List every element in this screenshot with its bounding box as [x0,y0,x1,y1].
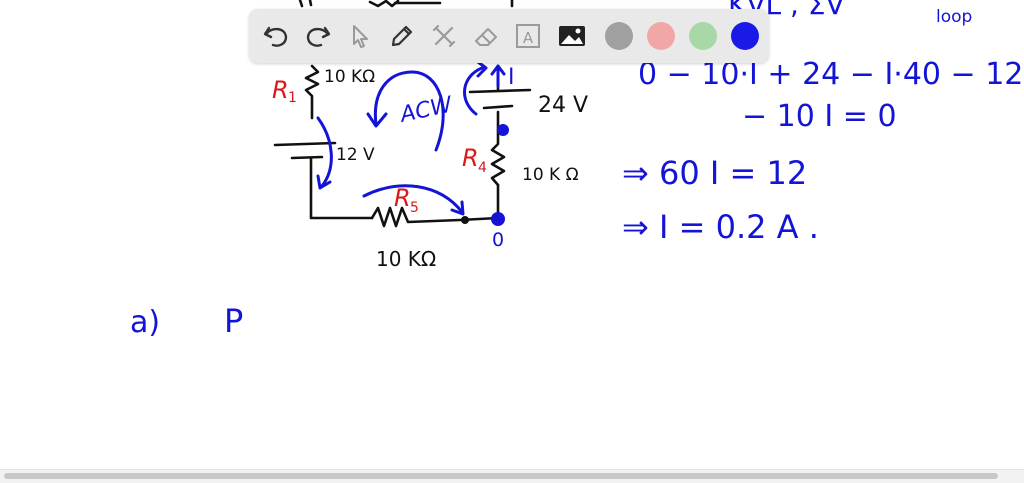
undo-icon[interactable] [259,19,293,53]
image-icon[interactable] [555,19,589,53]
voltage-24v: 24 V [538,93,588,118]
r4-value: 10 K Ω [522,165,579,185]
current-label: I [508,65,515,90]
r5-value: 10 KΩ [376,247,436,271]
text-box-icon[interactable]: A [511,19,545,53]
color-blue-swatch[interactable] [731,22,759,50]
battery-12v [273,141,337,160]
resistor-r4 [490,128,506,187]
horizontal-scrollbar[interactable] [0,469,1024,483]
eraser-icon[interactable] [469,19,503,53]
voltage-12v: 12 V [336,145,375,165]
part-a-text: P [224,302,243,340]
color-green-swatch[interactable] [689,22,717,50]
svg-text:4: 4 [478,160,487,176]
battery-24v [468,88,532,110]
r1-label: R [272,76,289,104]
tools-icon[interactable] [427,19,461,53]
pen-icon[interactable] [385,19,419,53]
node-dot-upper [497,124,509,136]
node-label: 0 [492,229,504,251]
svg-text:1: 1 [288,90,297,106]
scrollbar-thumb[interactable] [4,473,998,479]
svg-text:A: A [523,29,534,47]
resistor-r5 [370,206,500,228]
node-dot-lower [491,212,505,226]
color-red-swatch[interactable] [647,22,675,50]
equation-line-4: ⇒ I = 0.2 A . [622,208,819,246]
svg-text:5: 5 [410,200,419,216]
svg-text:loop: loop [936,7,972,27]
r4-label: R [462,144,479,172]
r1-value: 10 KΩ [324,67,375,87]
resistor-r1 [304,64,320,120]
loop-direction-label: ACW [396,92,455,128]
equation-line-2: − 10 I = 0 [742,99,897,134]
r5-label: R [394,184,411,212]
part-a-label: a) [130,305,160,340]
color-gray-swatch[interactable] [605,22,633,50]
drawing-toolbar: A [249,9,769,63]
redo-icon[interactable] [301,19,335,53]
equation-line-3: ⇒ 60 I = 12 [622,154,807,192]
select-pointer-icon[interactable] [343,19,377,53]
